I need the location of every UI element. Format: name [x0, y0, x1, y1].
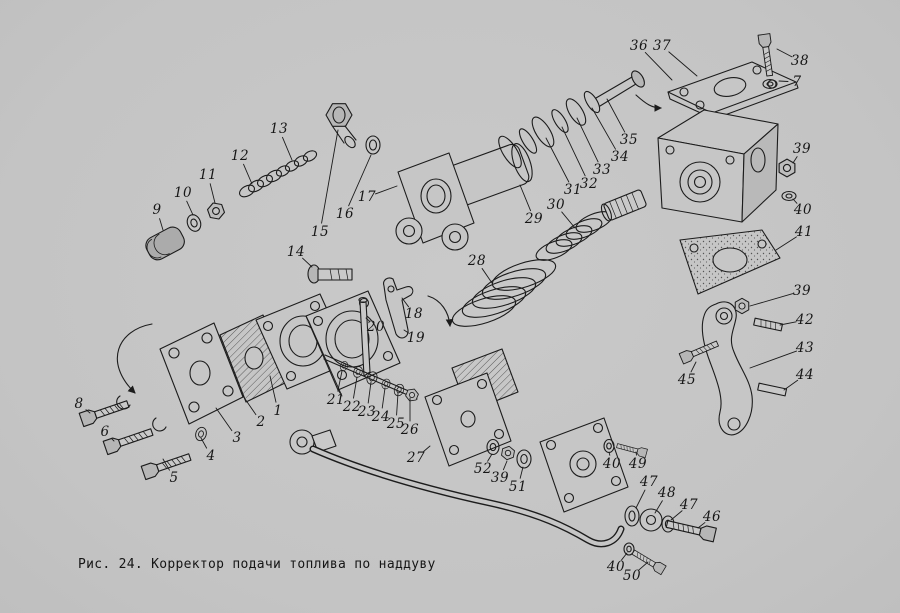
- fuel-pipe: [309, 445, 625, 548]
- motion-arrow-top: [635, 94, 662, 112]
- nut-39a: [778, 158, 796, 178]
- cover-plate-bottom: [539, 417, 629, 513]
- motion-arrow-mid: [427, 295, 454, 327]
- bracket-plate-27: [424, 348, 519, 467]
- nut-39c: [500, 444, 516, 462]
- figure-caption: Рис. 24. Корректор подачи топлива по над…: [78, 557, 436, 572]
- washer-16: [365, 135, 381, 155]
- washer-51: [516, 449, 532, 469]
- bolt-14: [307, 264, 353, 284]
- banjo-48: [639, 508, 663, 532]
- bolt-8: [78, 396, 131, 428]
- washer-4: [193, 425, 209, 443]
- spring-13: [275, 150, 318, 177]
- spring-28: [451, 259, 557, 327]
- cover-36-37: [667, 61, 799, 120]
- nut-39b: [734, 297, 750, 315]
- washer-7: [762, 78, 778, 90]
- plug-15: [325, 103, 357, 149]
- lever-18: [383, 277, 414, 339]
- valve-body-17: [395, 143, 533, 251]
- adjuster-stack: [323, 354, 421, 404]
- cap-9: [145, 226, 185, 261]
- piston-assembly: [498, 70, 645, 169]
- union-47a: [624, 505, 640, 527]
- flange-body: [305, 290, 401, 397]
- spring-12: [239, 169, 282, 198]
- washer-10: [184, 212, 204, 234]
- washer-52: [486, 438, 500, 456]
- washer-40a: [781, 190, 797, 202]
- leader-lines: [85, 48, 799, 571]
- pin-44: [757, 382, 788, 397]
- snap-ring-a: [116, 395, 131, 410]
- snap-ring-b: [152, 417, 167, 432]
- plate-3: [159, 322, 244, 425]
- spring-30: [535, 211, 613, 261]
- pin-42: [753, 317, 784, 332]
- banjo-union: [289, 429, 337, 455]
- bolt-6: [102, 424, 155, 456]
- gasket-41: [679, 229, 781, 295]
- bolt-50: [630, 547, 667, 576]
- main-housing: [657, 109, 779, 223]
- bolt-49: [615, 441, 648, 458]
- rotation-arrow-left: [116, 323, 153, 394]
- fitting-32: [600, 189, 647, 222]
- rod-20: [358, 296, 371, 377]
- lever-43: [701, 301, 753, 436]
- nut-11: [205, 199, 227, 223]
- washer-40c: [623, 542, 635, 556]
